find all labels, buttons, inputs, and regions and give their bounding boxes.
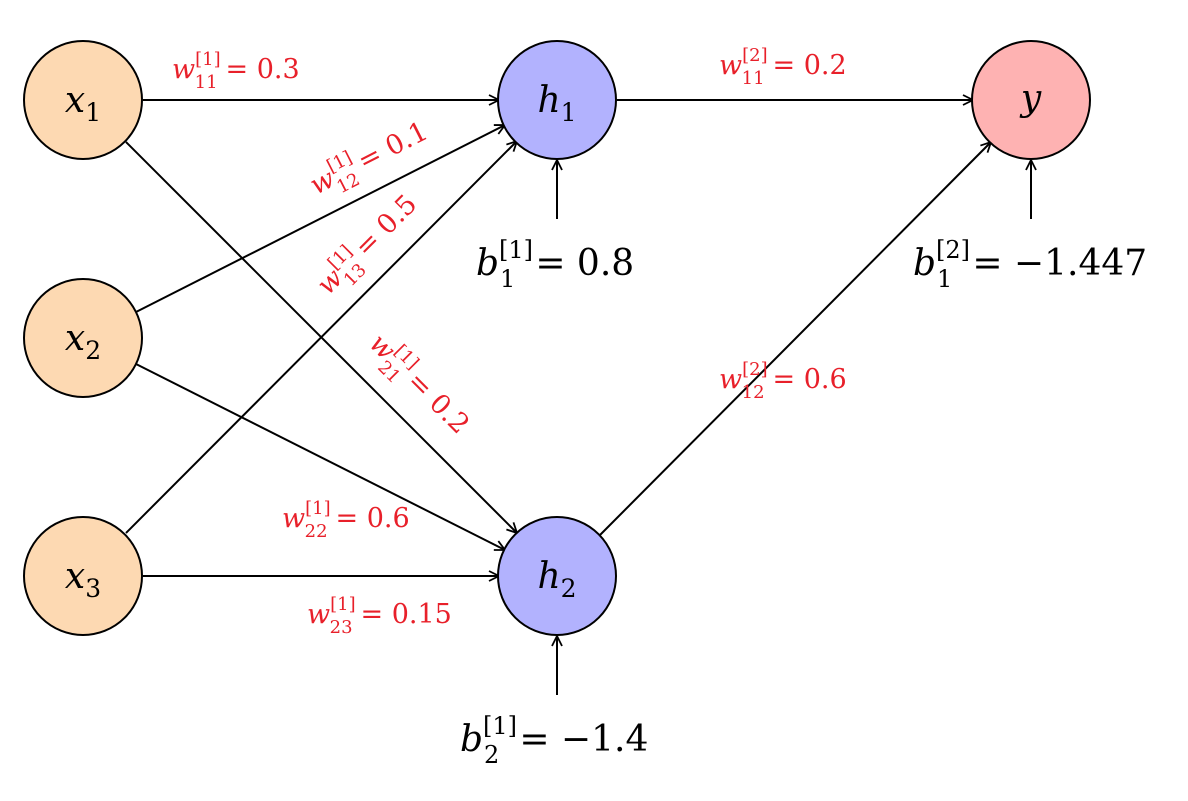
node-x2: x2 xyxy=(23,278,143,398)
node-x3-base: x xyxy=(65,556,85,597)
svg-text:h2: h2 xyxy=(537,556,576,603)
node-h2-sub: 2 xyxy=(561,574,577,603)
node-x3: x3 xyxy=(23,516,143,636)
weight-w11-1: w[1]11= 0.3 xyxy=(172,49,300,93)
node-x1-sub: 1 xyxy=(85,98,101,127)
node-x3-sub: 3 xyxy=(85,574,101,603)
node-x1: x1 xyxy=(23,40,143,160)
edge-x2-h2 xyxy=(135,363,505,550)
edge-x2-h1 xyxy=(135,125,505,313)
weight-w11-2: w[2]11= 0.2 xyxy=(719,45,847,89)
svg-text:x1: x1 xyxy=(65,80,101,127)
svg-text:x3: x3 xyxy=(65,556,101,603)
node-x2-sub: 2 xyxy=(85,336,101,365)
node-x2-base: x xyxy=(65,318,85,359)
bias-b2-1: b[1]2= −1.4 xyxy=(460,712,648,769)
edge-x1-h2 xyxy=(125,141,517,533)
node-h2-base: h xyxy=(537,556,560,597)
bias-labels: b[1]1= 0.8 b[1]2= −1.4 b[2]1= −1.447 xyxy=(460,236,1147,769)
svg-text:h1: h1 xyxy=(537,80,576,127)
node-h1-sub: 1 xyxy=(561,98,577,127)
node-h2: h2 xyxy=(497,516,617,636)
weight-w22-1: w[1]22= 0.6 xyxy=(282,498,410,542)
node-x3-circle xyxy=(23,516,143,636)
weight-w12-2: w[2]12= 0.6 xyxy=(719,359,847,403)
svg-text:x2: x2 xyxy=(65,318,101,365)
node-y: y xyxy=(971,40,1091,160)
node-x1-base: x xyxy=(65,80,85,121)
node-h1-base: h xyxy=(537,80,560,121)
edges xyxy=(125,100,1031,695)
weight-w21-1: w[1]21= 0.2 xyxy=(357,324,478,445)
weight-w23-1: w[1]23= 0.15 xyxy=(307,594,452,638)
bias-b1-2: b[2]1= −1.447 xyxy=(913,236,1147,293)
node-y-label: y xyxy=(1019,78,1042,119)
node-x2-circle xyxy=(23,278,143,398)
node-x1-circle xyxy=(23,40,143,160)
weight-w13-1: w[1]13= 0.5 xyxy=(307,185,428,306)
node-h2-circle xyxy=(497,516,617,636)
node-y-circle xyxy=(971,40,1091,160)
node-h1-circle xyxy=(497,40,617,160)
bias-b1-1: b[1]1= 0.8 xyxy=(476,236,634,293)
node-h1: h1 xyxy=(497,40,617,160)
edge-h2-y xyxy=(599,142,991,536)
